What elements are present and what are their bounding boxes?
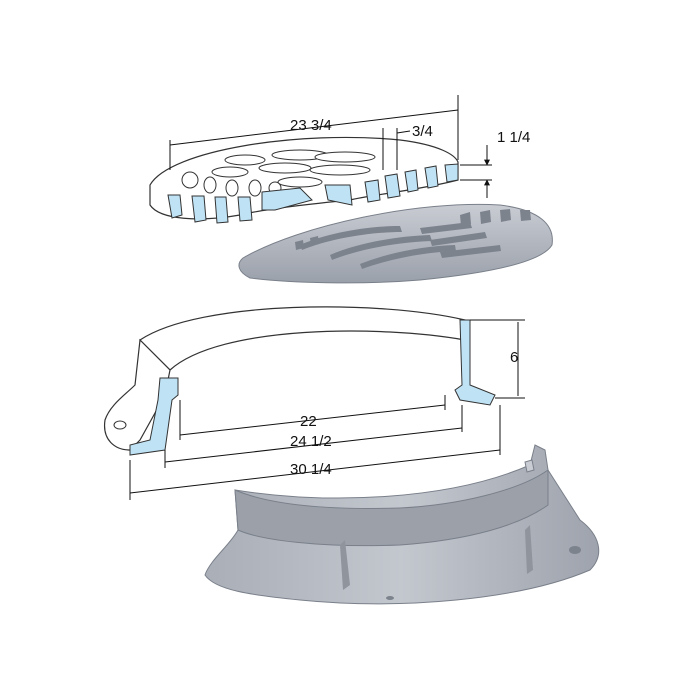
- label-slot-width: 3/4: [412, 123, 433, 140]
- grate-half-solid: [238, 203, 553, 284]
- label-grate-diameter: 23 3/4: [290, 117, 332, 134]
- label-clear-opening: 22: [300, 413, 317, 430]
- dimension-frame-height: 6: [470, 319, 525, 399]
- frame-half-solid: [204, 444, 600, 605]
- label-frame-height: 6: [510, 349, 518, 366]
- dimension-slot-width: 3/4: [382, 123, 433, 170]
- dimension-flange-diameter: 30 1/4: [129, 405, 501, 500]
- dimension-grate-thickness: 1 1/4: [460, 129, 530, 198]
- label-flange-diameter: 30 1/4: [290, 461, 332, 478]
- grate-section-view: [149, 136, 459, 224]
- frame-section-view: [103, 306, 496, 456]
- dimension-grate-diameter: 23 3/4: [169, 95, 459, 170]
- label-seat-diameter: 24 1/2: [290, 433, 332, 450]
- label-grate-thickness: 1 1/4: [497, 129, 530, 146]
- dimension-seat-diameter: 24 1/2: [164, 405, 463, 468]
- dimension-clear-opening: 22: [179, 395, 446, 440]
